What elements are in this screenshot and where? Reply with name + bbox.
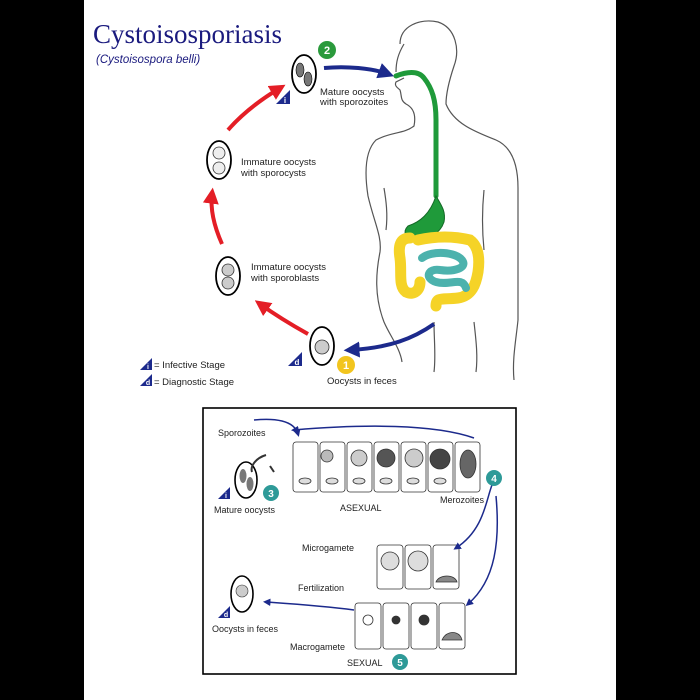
inset-panel: 3 4 5 i d Sporozoites Mature oocysts ASE…	[202, 407, 517, 675]
microgamete-label: Microgamete	[302, 543, 354, 553]
macrogamete-label: Macrogamete	[290, 642, 345, 652]
step-2-badge: 2	[318, 41, 336, 59]
oocyst-in-feces	[309, 326, 335, 366]
mature-oocyst	[291, 54, 317, 94]
asexual-label: ASEXUAL	[340, 503, 382, 513]
small-intestine	[418, 249, 470, 292]
svg-text:d: d	[224, 612, 228, 619]
sporoblasts-label-2: with sporoblasts	[250, 273, 319, 284]
inset-mature-oocyst	[234, 454, 275, 499]
svg-text:4: 4	[491, 474, 497, 485]
inset-mature-oocysts-label: Mature oocysts	[214, 505, 276, 515]
sporocysts-label: Immature oocysts	[241, 157, 316, 168]
legend-diagnostic: d = Diagnostic Stage	[140, 374, 234, 388]
svg-text:= Diagnostic Stage: = Diagnostic Stage	[154, 377, 234, 388]
immature-oocyst-sporocysts	[206, 140, 232, 180]
arrow-sporocysts-to-mature	[226, 84, 286, 132]
svg-text:i: i	[225, 493, 227, 500]
legend: i = Infective Stage d = Diagnostic Stage	[140, 358, 234, 388]
cycle-arrows	[202, 63, 436, 358]
svg-text:d: d	[295, 358, 300, 367]
sporozoites-label: Sporozoites	[218, 428, 266, 438]
sexual-epithelium	[354, 544, 466, 650]
arrow-to-mouth	[323, 63, 394, 79]
step-1-badge: 1	[337, 356, 355, 374]
diagram-subtitle: (Cystoisospora belli)	[96, 54, 200, 66]
immature-oocyst-sporoblasts	[215, 256, 241, 296]
arrow-excretion	[343, 322, 436, 358]
svg-text:2: 2	[324, 45, 330, 57]
sporocysts-label-2: with sporocysts	[240, 168, 306, 179]
diagram-title: Cystoisosporiasis	[93, 19, 282, 49]
svg-text:i: i	[284, 96, 286, 105]
inset-oocysts-in-feces-label: Oocysts in feces	[212, 624, 279, 634]
diagnostic-stage-icon: d	[288, 352, 302, 367]
infective-stage-icon: i	[276, 90, 290, 105]
inset-arrows	[253, 418, 499, 611]
legend-infective: i = Infective Stage	[140, 358, 225, 371]
large-intestine	[393, 231, 485, 312]
arrow-feces-to-sporoblasts	[254, 300, 309, 336]
svg-text:= Infective Stage: = Infective Stage	[154, 360, 225, 371]
sexual-label: SEXUAL	[347, 658, 383, 668]
life-cycle-diagram: Cystoisosporiasis (Cystoisospora belli)	[93, 19, 519, 675]
svg-text:1: 1	[343, 360, 349, 372]
svg-text:5: 5	[397, 658, 403, 669]
digestive-tract	[393, 70, 485, 312]
human-silhouette	[365, 20, 519, 381]
esophagus	[393, 70, 439, 199]
diagram-page: Cystoisosporiasis (Cystoisospora belli)	[84, 0, 616, 700]
fertilization-label: Fertilization	[298, 583, 344, 593]
sporoblasts-label: Immature oocysts	[251, 262, 326, 273]
svg-text:i: i	[147, 364, 149, 371]
mature-oocysts-label-2: with sporozoites	[319, 97, 388, 108]
arrow-sporoblasts-to-sporocysts	[202, 187, 224, 245]
step-4-badge: 4	[486, 470, 502, 486]
asexual-epithelium	[292, 441, 481, 493]
merozoites-label: Merozoites	[440, 495, 485, 505]
inset-infective-icon: i	[218, 487, 230, 500]
svg-text:d: d	[146, 380, 150, 387]
step-3-badge: 3	[263, 485, 279, 501]
svg-text:3: 3	[268, 489, 274, 500]
mature-oocysts-label: Mature oocysts	[320, 87, 385, 98]
step-5-badge: 5	[392, 654, 408, 670]
inset-diagnostic-icon: d	[218, 606, 230, 619]
inset-oocyst-in-feces	[230, 575, 254, 613]
oocysts-in-feces-label: Oocysts in feces	[327, 376, 397, 387]
